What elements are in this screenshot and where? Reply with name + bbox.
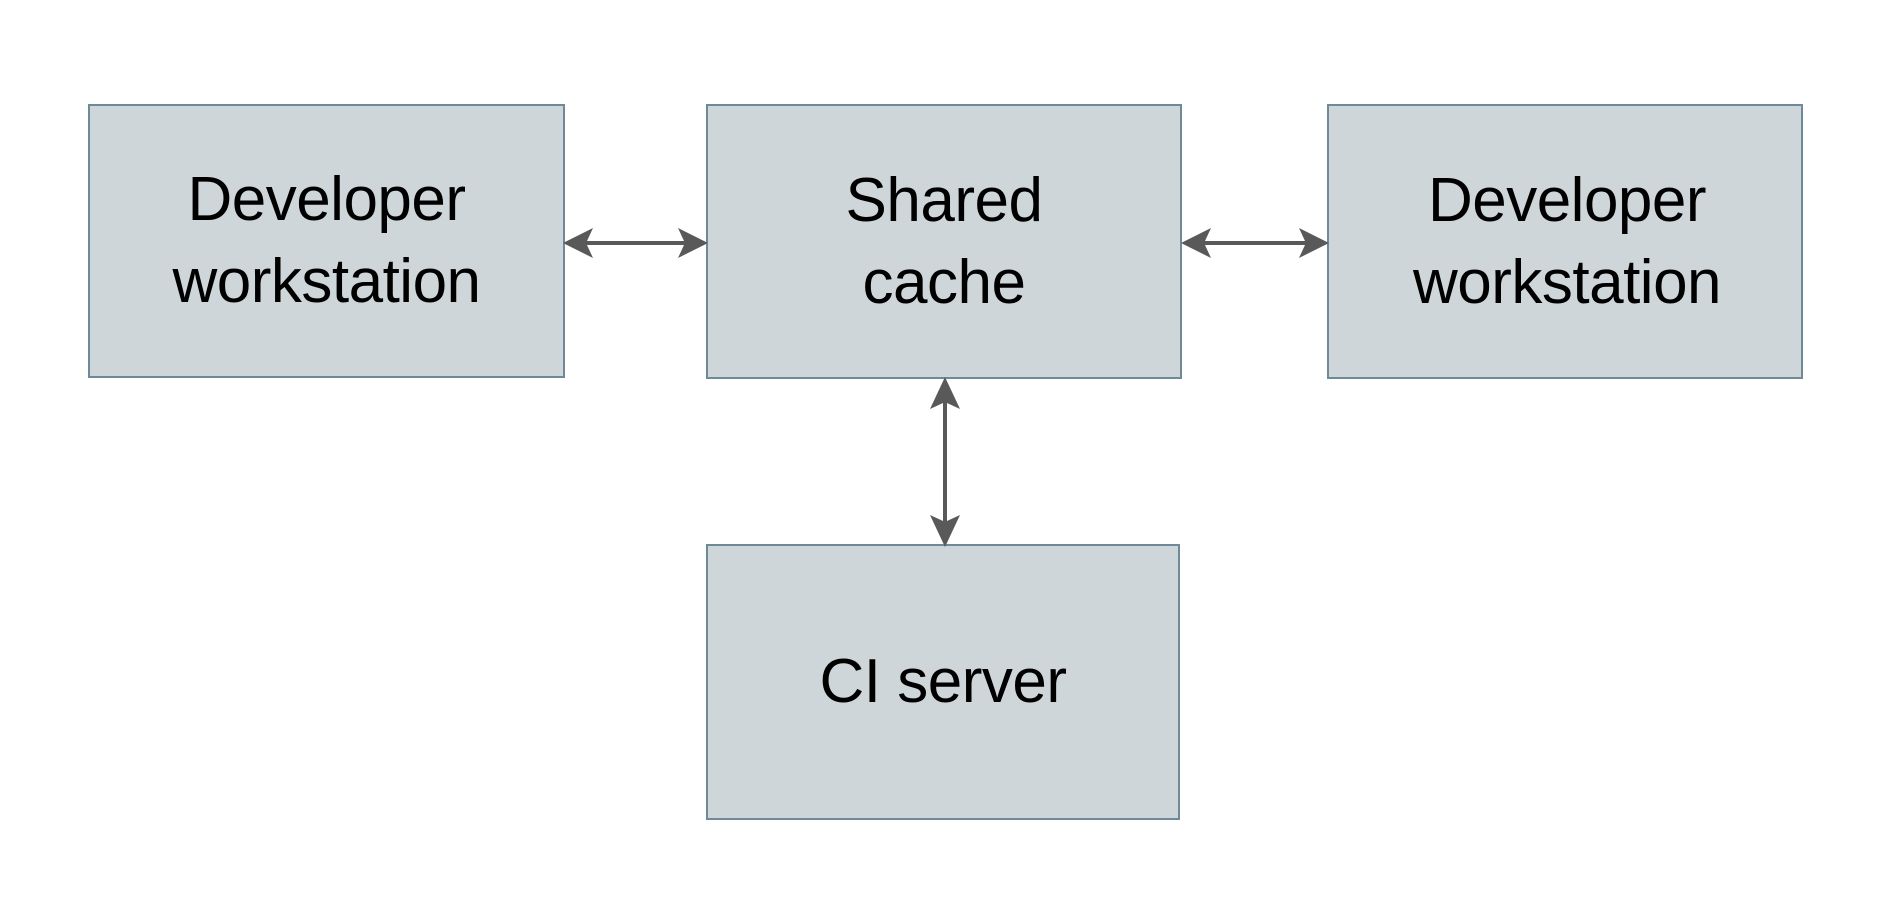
node-developer-workstation-left[interactable]: Developer workstation [88,104,565,378]
double-arrow-icon [930,377,960,547]
node-label: CI server [819,647,1067,717]
connector-shared-cache-to-dev-right[interactable] [1181,222,1329,264]
node-shared-cache[interactable]: Shared cache [706,104,1182,379]
node-label: Developer workstation [1412,165,1722,317]
node-label: Developer workstation [172,165,481,316]
node-developer-workstation-right[interactable]: Developer workstation [1327,104,1803,379]
double-arrow-icon [1181,228,1329,258]
connector-shared-cache-to-ci-server[interactable] [924,377,966,547]
double-arrow-icon [563,228,708,258]
node-ci-server[interactable]: CI server [706,544,1180,820]
node-label: Shared cache [845,165,1043,317]
connector-dev-left-to-shared-cache[interactable] [563,222,708,264]
